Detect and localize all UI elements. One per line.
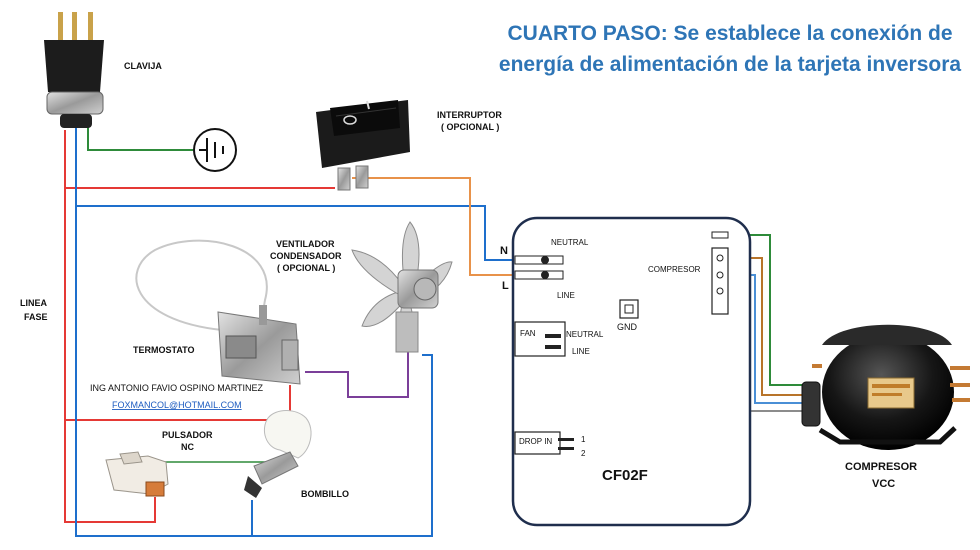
inverter-board — [511, 216, 752, 527]
label-drop-2: 2 — [581, 449, 586, 458]
label-fase: FASE — [24, 312, 48, 322]
orange-wire-line — [352, 177, 520, 276]
fan-motor-icon — [351, 221, 453, 353]
label-pulsador: PULSADOR — [162, 430, 213, 440]
author-email-link[interactable]: FOXMANCOL@HOTMAIL.COM — [112, 400, 242, 410]
label-vcc: VCC — [872, 478, 895, 490]
blue-neutral-wire — [75, 128, 433, 537]
label-compresor-terminal: COMPRESOR — [648, 265, 701, 274]
blue-wire-board-n — [76, 205, 520, 261]
author-name: ING ANTONIO FAVIO OSPINO MARTINEZ — [90, 383, 264, 393]
label-line: LINE — [557, 291, 575, 300]
pushbutton-icon — [105, 451, 169, 497]
label-fan: FAN — [520, 329, 536, 338]
label-fan-line: LINE — [572, 347, 590, 356]
label-bombillo: BOMBILLO — [301, 489, 349, 499]
red-phase-wire — [64, 130, 156, 523]
green-ground-wire — [87, 118, 193, 151]
plug-icon — [44, 12, 104, 128]
label-interruptor: INTERRUPTOR — [437, 110, 502, 120]
label-condensador: CONDENSADOR — [270, 251, 342, 261]
label-compresor: COMPRESOR — [845, 461, 917, 473]
label-ventilador: VENTILADOR — [276, 239, 335, 249]
label-interruptor-opcional: ( OPCIONAL ) — [441, 122, 499, 132]
label-clavija: CLAVIJA — [124, 61, 162, 71]
label-linea: LINEA — [20, 298, 48, 308]
label-drop-in: DROP IN — [519, 437, 552, 446]
label-neutral: NEUTRAL — [551, 238, 589, 247]
label-pulsador-nc: NC — [181, 442, 194, 452]
purple-wire-fan — [305, 345, 409, 398]
label-drop-1: 1 — [581, 435, 586, 444]
thermostat-icon — [135, 239, 301, 385]
board-name: CF02F — [602, 467, 648, 484]
label-ventilador-opcional: ( OPCIONAL ) — [277, 263, 335, 273]
rocker-switch-icon — [316, 100, 410, 191]
label-fan-neutral: NEUTRAL — [566, 330, 604, 339]
diagram-title: CUARTO PASO: Se establece la conexión de… — [498, 22, 962, 76]
bulb-icon — [244, 410, 312, 498]
compressor-icon — [801, 324, 970, 450]
ground-symbol-icon — [193, 128, 237, 172]
label-gnd: GND — [617, 322, 638, 332]
label-l: L — [502, 280, 509, 292]
label-termostato: TERMOSTATO — [133, 345, 195, 355]
label-n: N — [500, 245, 508, 257]
